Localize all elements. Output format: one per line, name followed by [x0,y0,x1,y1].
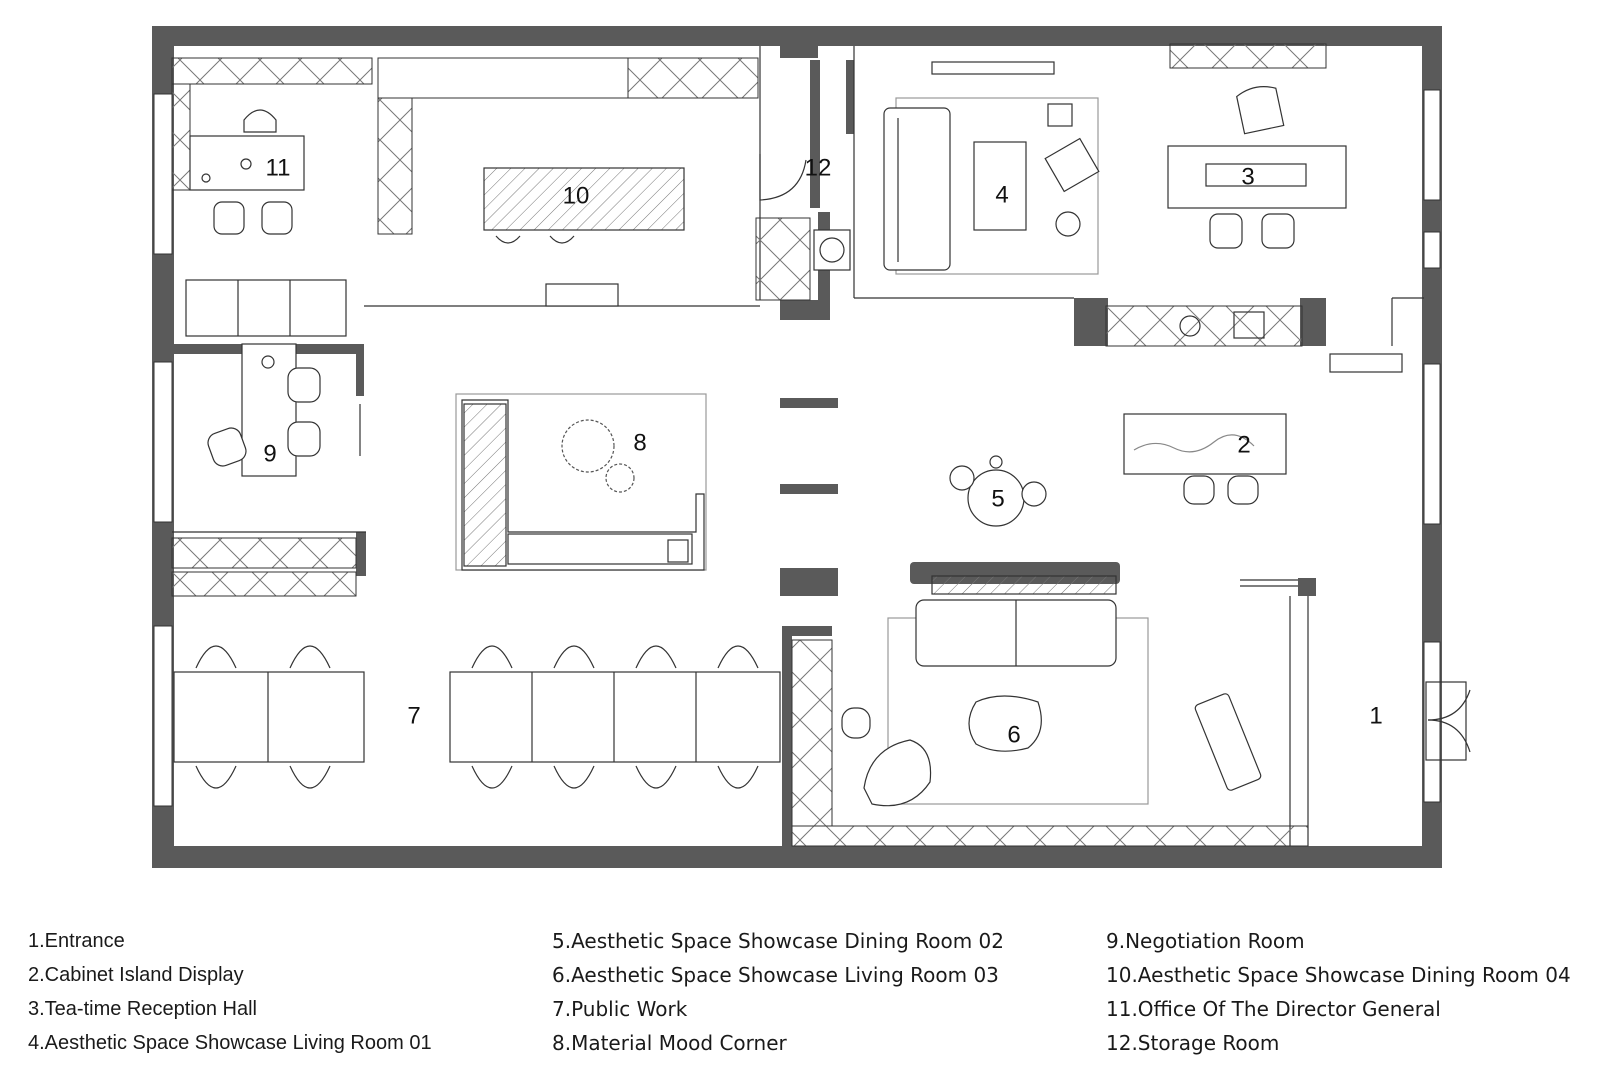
legend-item: 3.Tea-time Reception Hall [28,998,257,1020]
windows [153,89,1441,807]
room-label-5: 5 [991,485,1004,512]
dining-island-10 [483,167,685,307]
room-labels: 1 2 3 4 5 6 7 8 9 10 11 12 [263,154,1382,748]
material-corner-8 [455,393,707,571]
legend-column-2: 5.Aesthetic Space Showcase Dining Room 0… [552,924,1004,1060]
legend-item: 12.Storage Room [1106,1031,1280,1055]
room-label-2: 2 [1237,431,1250,458]
negotiation-room-9 [207,343,361,477]
legend-item: 8.Material Mood Corner [552,1031,787,1055]
legend-item: 4.Aesthetic Space Showcase Living Room 0… [28,1032,432,1054]
room-label-3: 3 [1241,163,1254,190]
room-label-10: 10 [563,182,590,209]
room-label-9: 9 [263,440,276,467]
room-label-12: 12 [805,154,832,181]
legend-item: 11.Office Of The Director General [1106,997,1441,1021]
legend-column-3: 9.Negotiation Room 10.Aesthetic Space Sh… [1106,924,1571,1060]
legend-item: 5.Aesthetic Space Showcase Dining Room 0… [552,929,1004,953]
tea-room-3 [1167,86,1403,373]
entrance-door [1425,681,1471,761]
room-label-1: 1 [1369,702,1382,729]
legend-item: 1.Entrance [28,930,125,952]
legend-item: 6.Aesthetic Space Showcase Living Room 0… [552,963,999,987]
legend-item: 10.Aesthetic Space Showcase Dining Room … [1106,963,1571,987]
partitions [172,46,1424,846]
public-work-7 [173,671,781,763]
living-room-4 [883,61,1100,275]
room-label-8: 8 [633,429,646,456]
room-label-6: 6 [1007,721,1020,748]
storage-door [759,154,851,271]
floor-plan: 1 2 3 4 5 6 7 8 9 10 11 12 [152,26,1471,868]
legend-column-1: 1.Entrance 2.Cabinet Island Display 3.Te… [28,924,432,1060]
office-furniture [185,109,347,337]
cabinetry [171,43,1327,847]
room-label-4: 4 [995,181,1008,208]
room-label-11: 11 [266,154,291,181]
room-label-7: 7 [407,702,420,729]
living-room-6 [841,575,1262,807]
legend-item: 9.Negotiation Room [1106,929,1305,953]
cabinet-island-2 [1123,413,1287,505]
legend-item: 2.Cabinet Island Display [28,964,244,986]
legend-item: 7.Public Work [552,997,688,1021]
public-work-chairs [195,645,759,789]
dining-table-5 [949,455,1047,527]
